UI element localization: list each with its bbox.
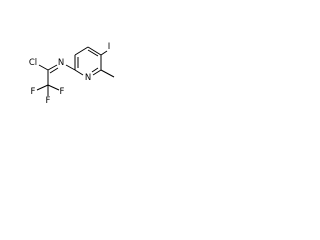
atom-label-n-imine: N (58, 58, 64, 68)
bond-c-n-double-b (49, 67, 59, 74)
atom-label-f2: F (60, 87, 65, 97)
bond-cf3-f1 (36, 84, 49, 91)
ring-double-c4-c5 (87, 49, 99, 57)
ring-bond-c3-c4 (74, 46, 89, 56)
bond-c5-i (100, 50, 108, 56)
ring-bond-c6-n (92, 69, 102, 76)
bond-cf3-f2 (47, 84, 60, 91)
atom-label-layer: Cl N F F F N I (29, 42, 110, 106)
bond-n-c2 (65, 64, 76, 71)
chemical-structure-diagram: Cl N F F F N I (29, 42, 115, 106)
ring-double-c6-n (91, 67, 99, 73)
atom-label-n-ring: N (85, 73, 91, 83)
bond-cl-c (38, 64, 49, 71)
atom-label-f1: F (31, 87, 36, 97)
atom-label-cl: Cl (29, 58, 37, 68)
ring-bond-n-c2 (74, 69, 84, 76)
bond-c-n-double-a (47, 64, 58, 71)
bond-c6-methyl (100, 69, 115, 78)
bond-layer (36, 46, 115, 96)
atom-label-iodine: I (108, 42, 111, 52)
atom-label-f3: F (46, 96, 51, 106)
ring-bond-c4-c5 (87, 46, 102, 56)
